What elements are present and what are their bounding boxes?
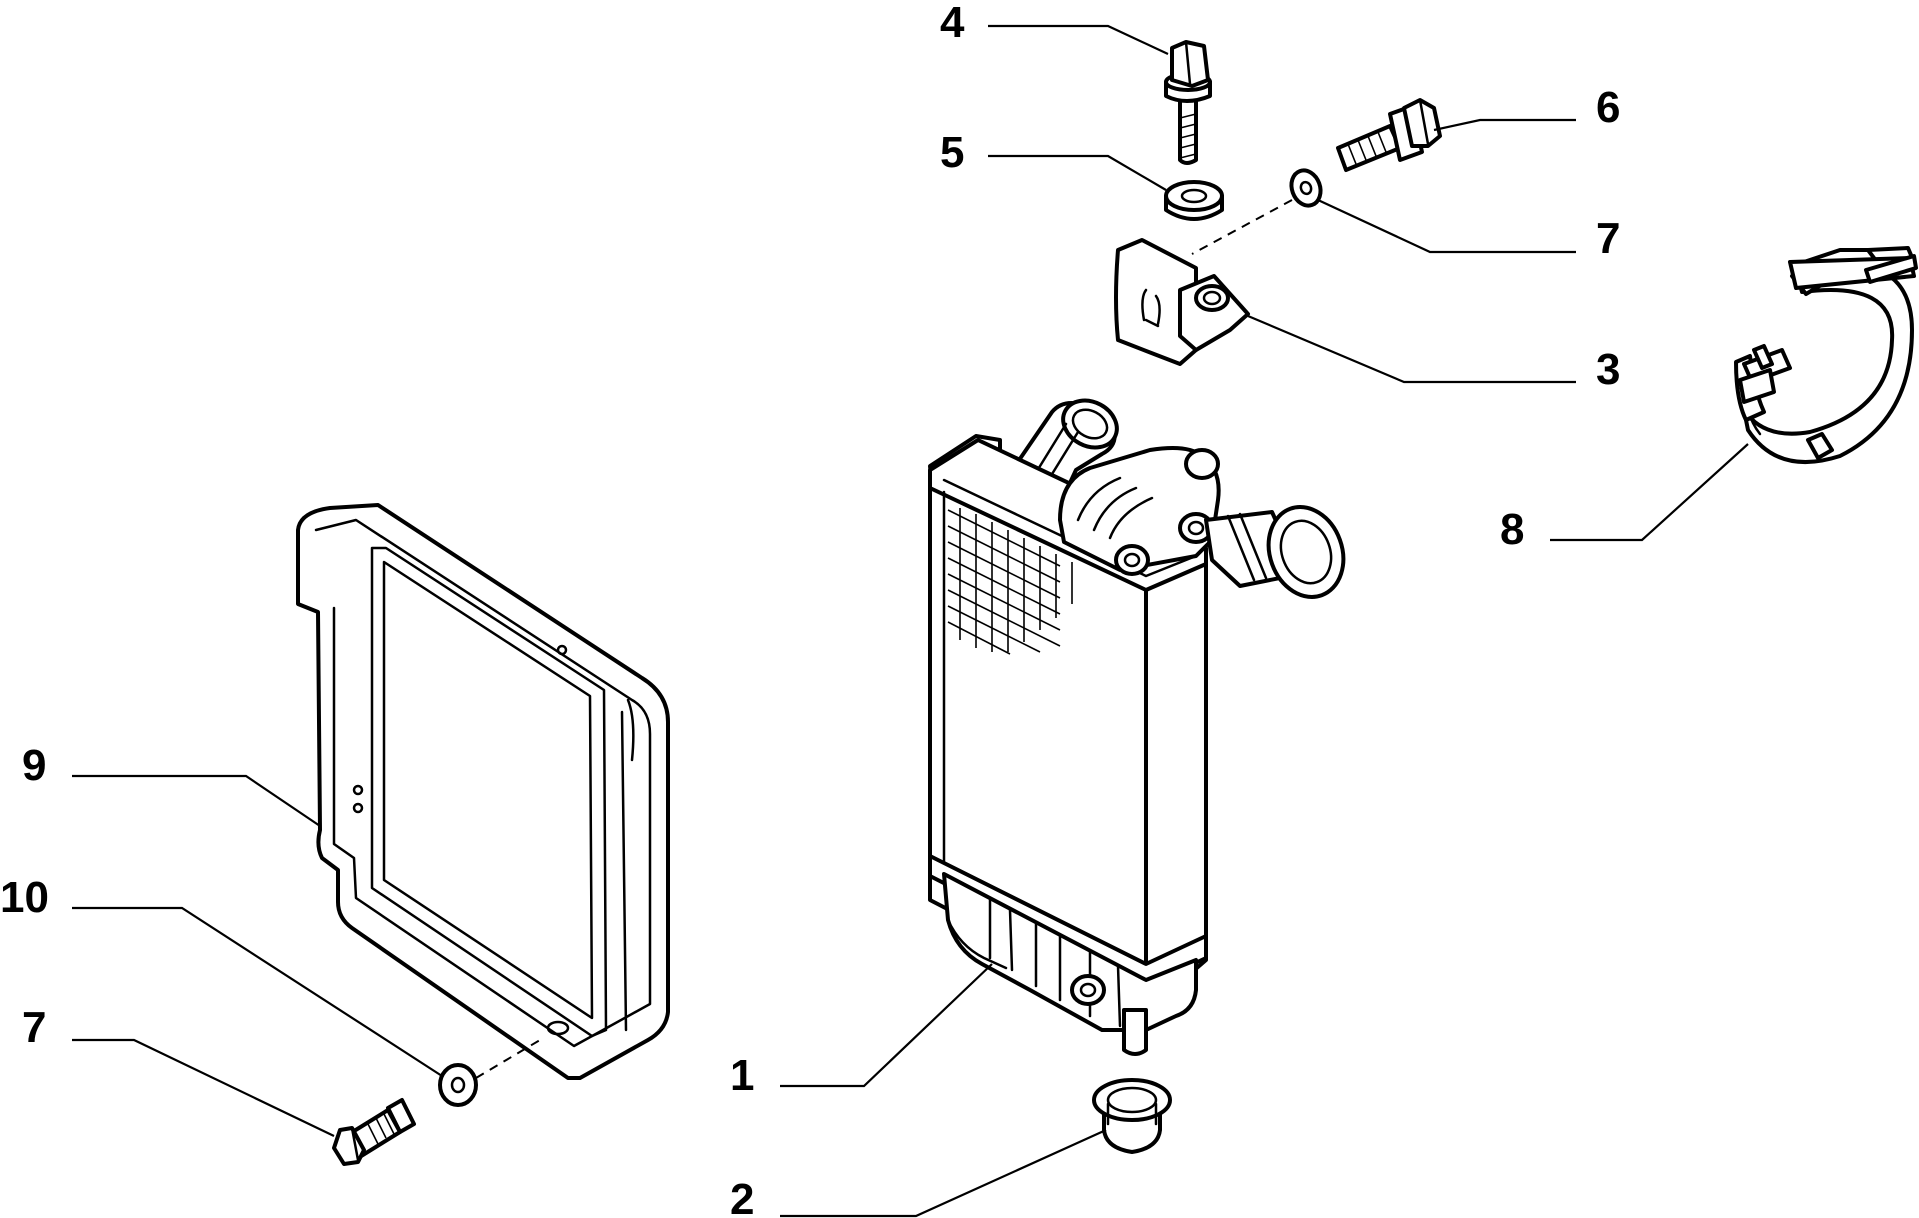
assembly-axis-line — [475, 1039, 541, 1079]
callout-3: 3 — [1596, 345, 1620, 394]
callout-1: 1 — [730, 1051, 754, 1100]
leader-7-upper — [1317, 199, 1576, 254]
small-washer-7 — [1289, 168, 1323, 208]
hose-clamp — [1734, 246, 1918, 464]
assembly-axis-line — [1191, 199, 1293, 255]
screw-6 — [1336, 98, 1442, 172]
callout-labels: 4 5 6 7 3 8 9 10 7 1 2 — [0, 0, 1620, 1218]
drain-plug — [1092, 1078, 1172, 1154]
bolt-7 — [332, 1098, 416, 1166]
leader-2 — [780, 1128, 1107, 1218]
leader-lines — [72, 24, 1749, 1218]
leader-3 — [1247, 314, 1576, 384]
callout-7-lower: 7 — [22, 1003, 46, 1052]
callout-5: 5 — [940, 128, 964, 177]
leader-1 — [780, 963, 993, 1088]
leader-7-lower — [72, 1038, 335, 1137]
leader-8 — [1550, 443, 1749, 542]
callout-6: 6 — [1596, 83, 1620, 132]
intercooler — [928, 398, 1346, 1056]
callout-2: 2 — [730, 1175, 754, 1218]
callout-8: 8 — [1500, 505, 1524, 554]
callout-4: 4 — [940, 0, 965, 47]
air-deflector-frame — [296, 503, 670, 1080]
callout-10: 10 — [0, 873, 49, 922]
leader-10 — [72, 906, 443, 1077]
washer-5 — [1164, 180, 1224, 221]
callout-7-upper: 7 — [1596, 214, 1620, 263]
flange-bolt — [1164, 40, 1212, 165]
leader-4 — [988, 24, 1169, 55]
washer-10 — [438, 1063, 478, 1107]
callout-9: 9 — [22, 741, 46, 790]
leader-6 — [1433, 118, 1576, 132]
leader-5 — [988, 154, 1167, 191]
core-mesh — [947, 508, 1073, 655]
leader-9 — [72, 774, 321, 827]
mounting-bracket — [1114, 238, 1250, 366]
